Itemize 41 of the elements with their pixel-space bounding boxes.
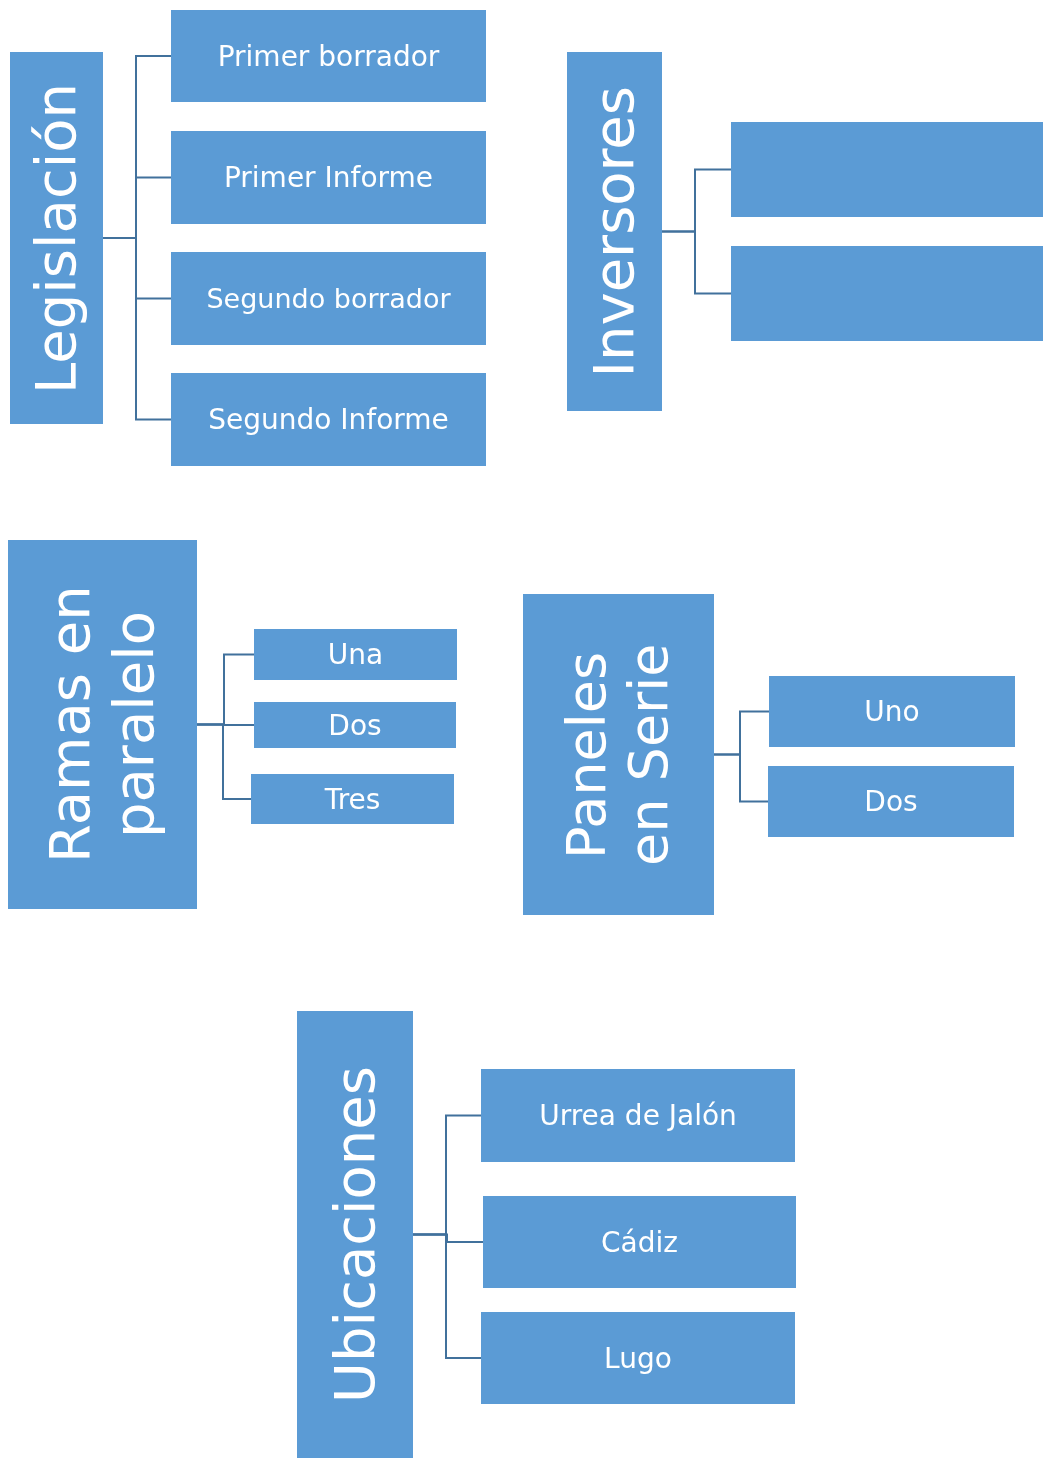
node-label: Ubicaciones (322, 1066, 388, 1403)
connector-line (713, 753, 769, 803)
item-box (768, 766, 1014, 837)
node-label: Primer Informe (223, 161, 434, 194)
category-box (297, 1011, 413, 1458)
node-label: Segundo Informe (208, 403, 449, 436)
connector-line (661, 230, 732, 295)
node-label: Segundo borrador (206, 283, 451, 314)
node-label: Dos (864, 785, 918, 818)
item-box (731, 246, 1043, 341)
connector-line (102, 237, 172, 421)
connector-line (412, 1233, 482, 1359)
node-label: Lugo (604, 1341, 672, 1375)
node-label: Una (327, 638, 384, 671)
item-box (254, 702, 456, 748)
item-box (171, 373, 486, 466)
item-box (171, 131, 486, 224)
category-box (567, 52, 662, 411)
item-box (481, 1069, 795, 1162)
item-box (171, 10, 486, 102)
item-box (483, 1196, 796, 1288)
node-label: Dos (328, 708, 382, 742)
connector-line (196, 723, 252, 800)
node-label: Inversores (582, 85, 647, 378)
node-label: Urrea de Jalón (539, 1099, 737, 1132)
node-label: Primer borrador (217, 39, 440, 73)
item-box (254, 629, 457, 680)
category-box (8, 540, 197, 909)
category-box (10, 52, 103, 424)
item-box (171, 252, 486, 345)
node-label: Uno (864, 695, 920, 728)
category-box (523, 594, 714, 915)
node-label: Cádiz (601, 1225, 678, 1259)
item-box (731, 122, 1043, 217)
node-label: Tres (324, 782, 381, 816)
item-box (481, 1312, 795, 1404)
node-label: Legislación (24, 82, 89, 394)
item-box (769, 676, 1015, 747)
node-label: Paneles en Serie (556, 642, 681, 868)
item-box (251, 774, 454, 824)
node-label: Ramas en paralelo (38, 584, 167, 866)
